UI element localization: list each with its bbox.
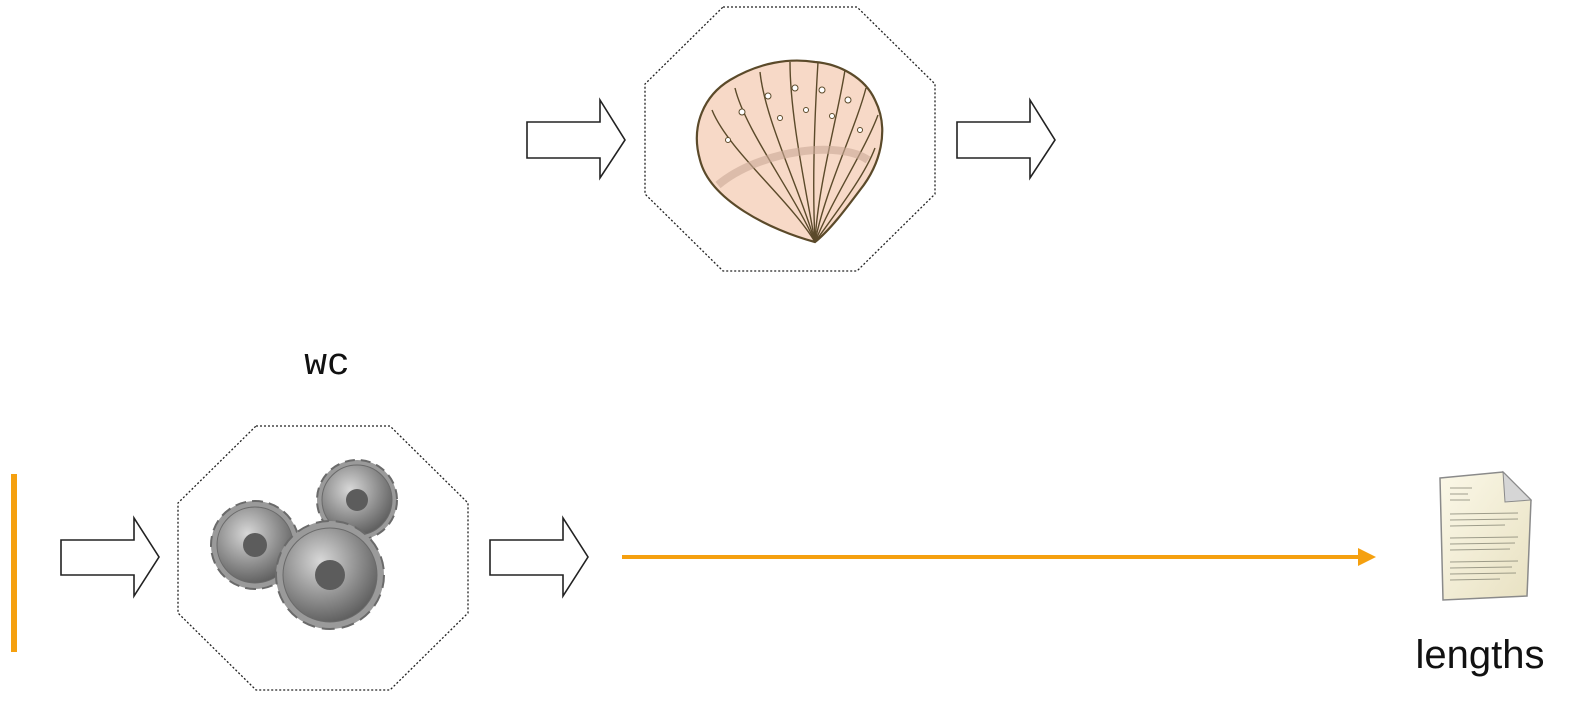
shell-output-arrow — [957, 100, 1055, 178]
gears-icon — [211, 460, 397, 629]
shell-input-arrow — [527, 100, 625, 178]
document-icon — [1440, 472, 1531, 600]
shell-icon — [697, 61, 882, 242]
wc-process-node — [178, 426, 468, 690]
redirect-arrow — [622, 548, 1376, 566]
wc-input-arrow — [61, 518, 159, 596]
wc-output-arrow — [490, 518, 588, 596]
shell-process-node — [645, 7, 935, 271]
output-file-label: lengths — [1416, 633, 1545, 677]
process-label: wc — [304, 343, 350, 386]
